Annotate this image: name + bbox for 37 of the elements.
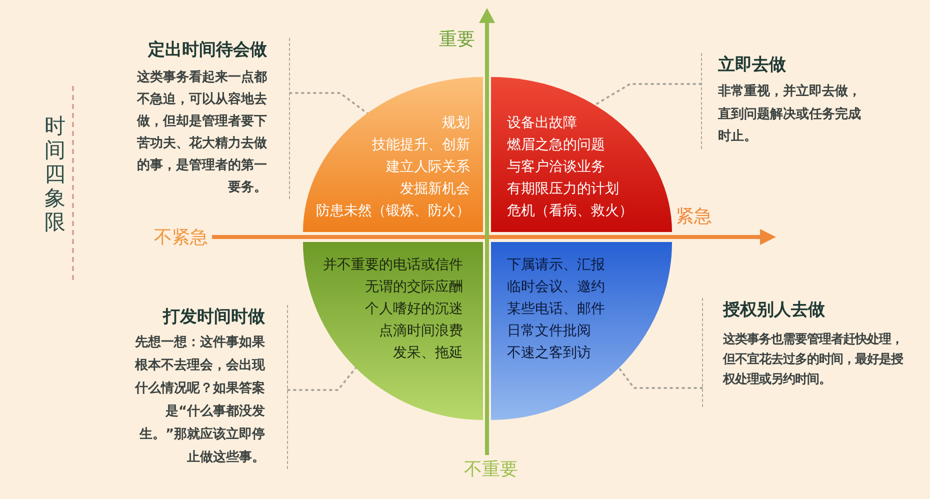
task-item: 个人嗜好的沉迷 (365, 300, 463, 319)
heading: 立即去做 (718, 54, 786, 77)
task-item: 防患未然（锻炼、防火） (316, 202, 470, 221)
leader-line (289, 92, 368, 114)
leader-line (594, 83, 702, 106)
task-item: 发呆、拖延 (393, 344, 463, 363)
task-item: 无谓的交际应酬 (365, 278, 463, 297)
description: 非常重视，并立即去做，直到问题解决或任务完成时止。 (718, 82, 862, 146)
description: 先想一想：这件事如果根本不去理会，会出现什么情况呢？如果答案是“什么事都没发生。”那就应该立即停止做这些事。 (134, 334, 265, 467)
axis-label: 重要 (439, 30, 475, 50)
task-item: 有期限压力的计划 (507, 180, 619, 199)
task-item: 并不重要的电话或信件 (323, 256, 463, 275)
task-item: 临时会议、邀约 (507, 278, 605, 297)
title: 时间四象限 (44, 114, 66, 234)
task-item: 技能提升、创新 (372, 136, 470, 155)
task-item: 下属请示、汇报 (507, 256, 605, 275)
task-item: 燃眉之急的问题 (507, 136, 605, 155)
task-item: 发掘新机会 (400, 180, 470, 199)
task-item: 日常文件批阅 (507, 322, 591, 341)
axis-label: 不紧急 (154, 228, 208, 248)
heading: 授权别人去做 (723, 299, 825, 322)
task-item: 与客户洽谈业务 (507, 158, 605, 177)
task-item: 设备出故障 (507, 114, 577, 133)
description: 这类事务看起来一点都不急迫，可以从容地去做，但却是管理者要下苦功夫、花大精力去做的事，是管理者的第一要务。 (136, 68, 267, 197)
task-item: 规划 (442, 114, 470, 133)
axis-label: 紧急 (676, 207, 712, 227)
task-item: 点滴时间浪费 (379, 322, 463, 341)
task-item: 某些电话、邮件 (507, 300, 605, 319)
axis-label: 不重要 (464, 460, 518, 480)
heading: 定出时间待会做 (148, 39, 267, 62)
task-item: 建立人际关系 (386, 158, 470, 177)
leader-line (287, 366, 357, 391)
task-item: 危机（看病、救火） (507, 202, 633, 221)
leader-line (618, 366, 703, 389)
task-item: 不速之客到访 (507, 344, 591, 363)
heading: 打发时间时做 (163, 306, 265, 329)
description: 这类事务也需要管理者赶快处理，但不宜花去过多的时间，最好是授权处理或另约时间。 (723, 330, 904, 388)
